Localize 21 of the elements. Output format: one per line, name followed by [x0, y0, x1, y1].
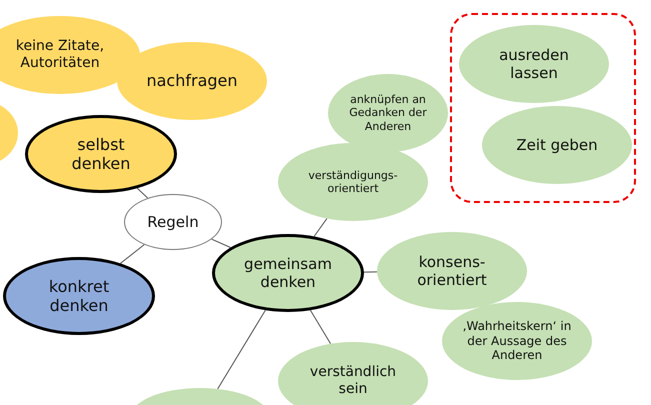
group-frame	[450, 13, 636, 203]
node-label: konkret denken	[48, 276, 110, 316]
connector-line	[136, 188, 148, 199]
node-label: konsens-orientiert	[416, 253, 488, 289]
node-label: verständlich sein	[308, 364, 398, 398]
connector-line	[120, 244, 145, 264]
node-label: ‚Wahrheitskern‘ in der Aussage des Anderen	[462, 319, 572, 363]
node-label: Regeln	[147, 213, 199, 231]
node-label: nachfragen	[146, 71, 238, 91]
node-label: gemeinsam denken	[243, 255, 333, 291]
node-label: Zeit geben	[516, 136, 598, 154]
connector-line	[211, 238, 231, 248]
node-label: keine Zitate, Autoritäten	[14, 38, 106, 72]
node-label: selbst denken	[70, 134, 132, 174]
node-label: ausreden lassen	[498, 46, 570, 82]
node-label: anknüpfen an Gedanken der Anderen	[348, 93, 428, 133]
node-label: verständigungs-orientiert	[307, 168, 399, 196]
connector-line	[217, 310, 266, 390]
connector-line	[363, 271, 378, 273]
connector-line	[314, 218, 328, 237]
connector-line	[310, 310, 332, 344]
